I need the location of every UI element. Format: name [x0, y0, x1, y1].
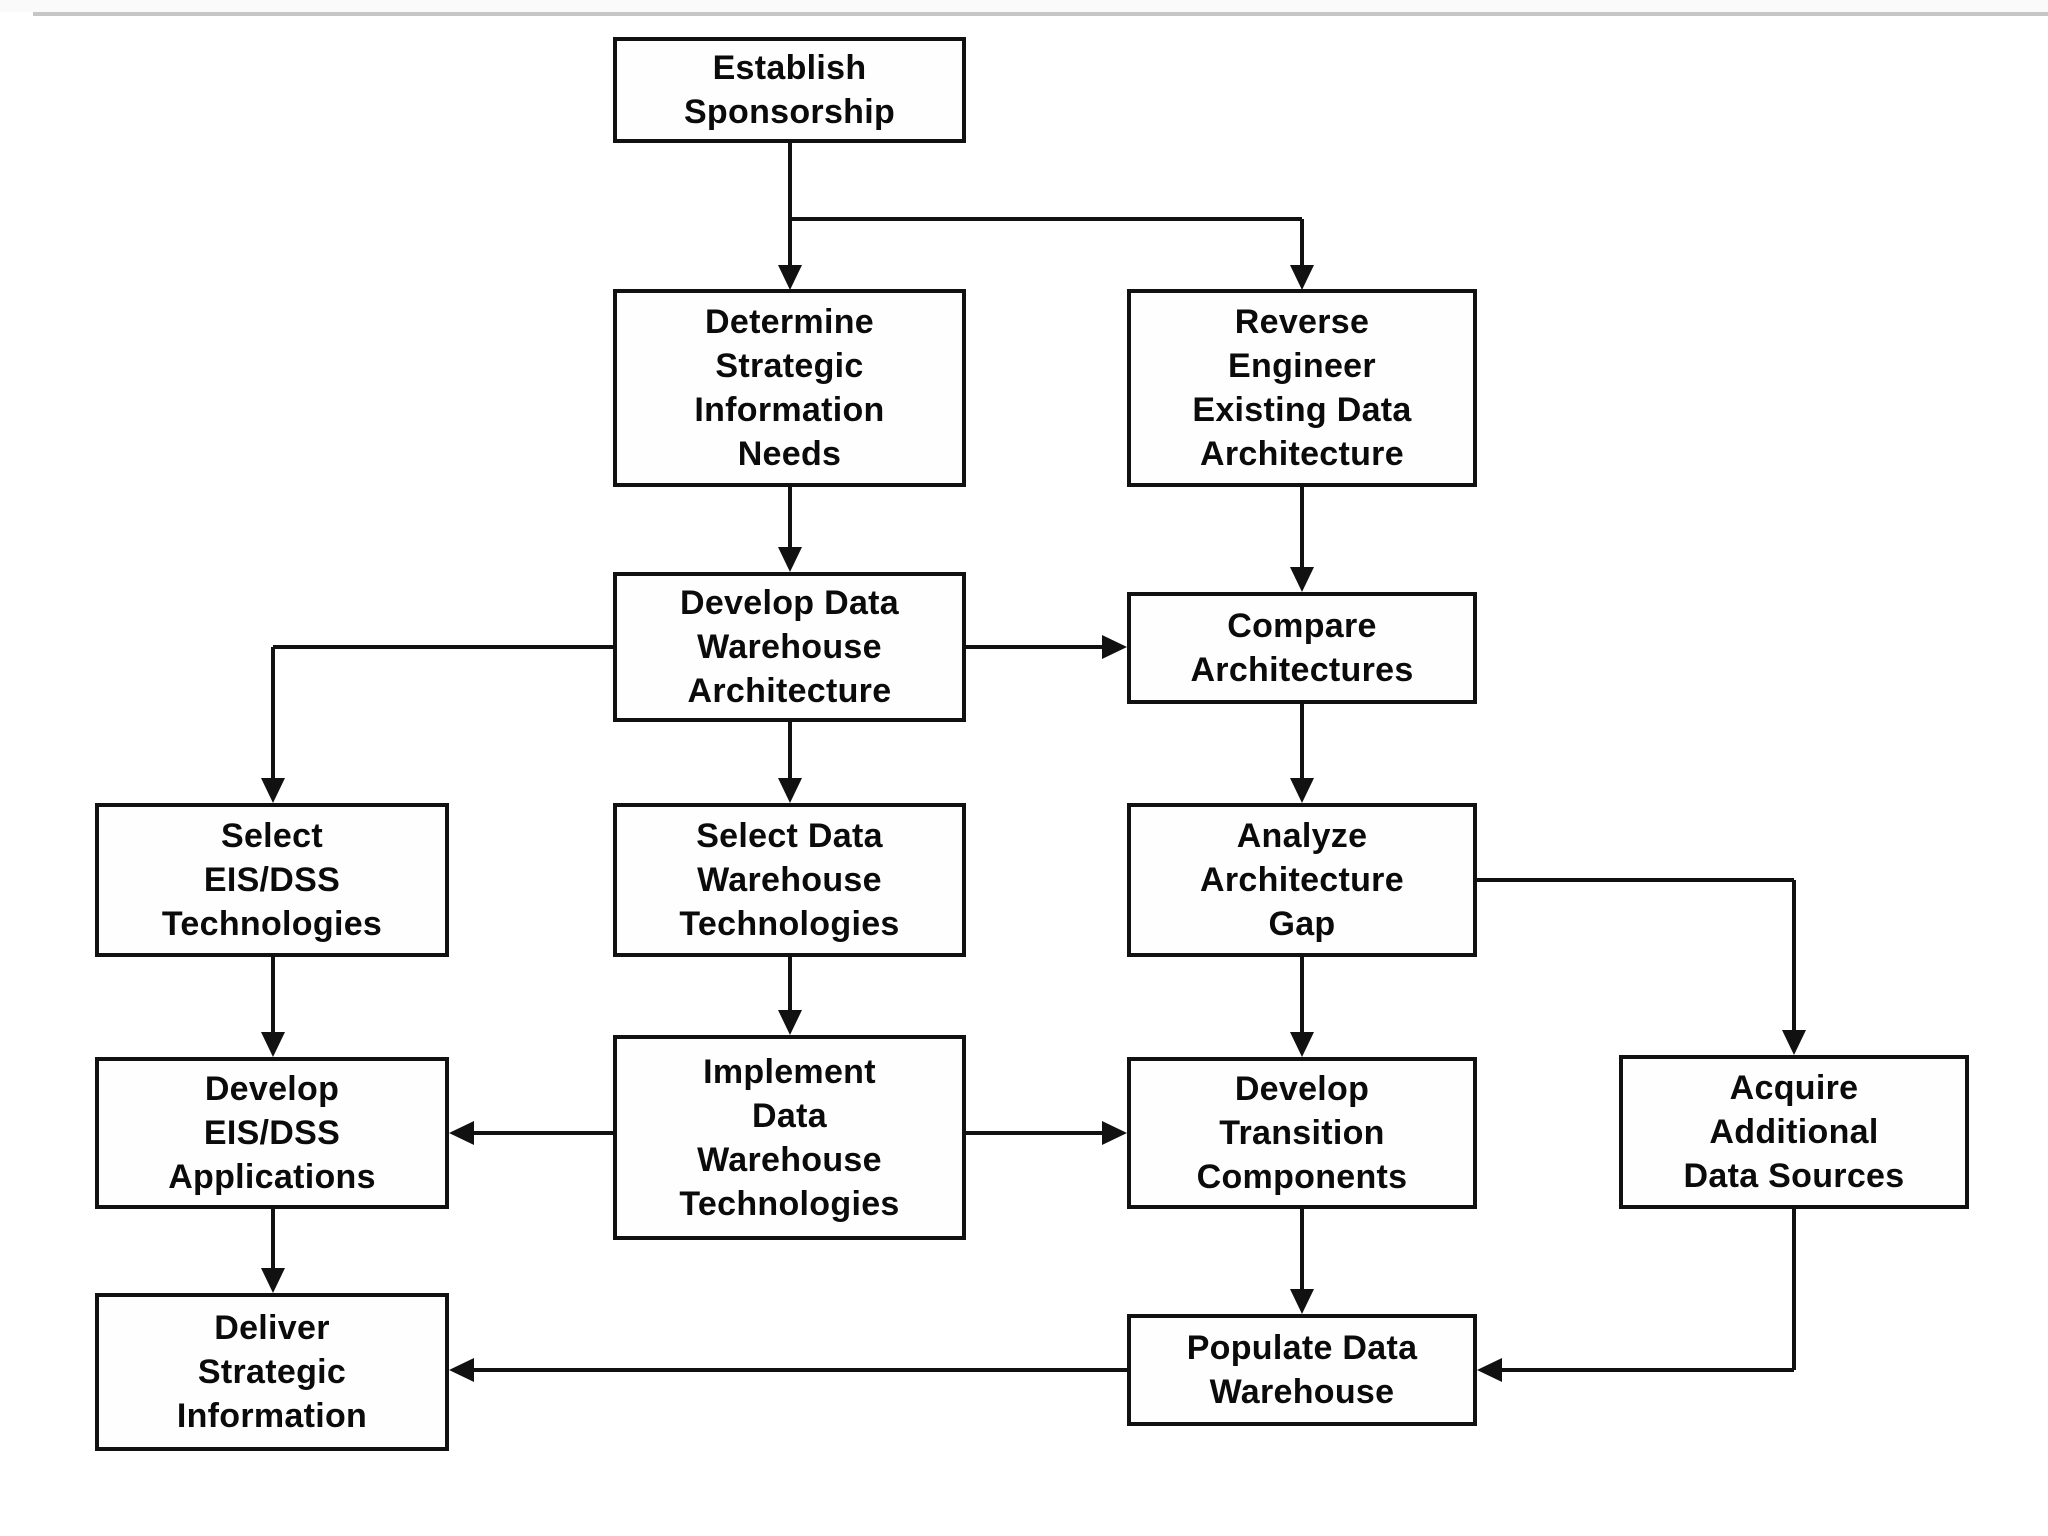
arrowhead-icon-determine-to-develop-dwa [778, 547, 802, 572]
edge-line-analyze-to-acquire [1792, 880, 1796, 1031]
arrowhead-icon-populate-to-deliver [449, 1358, 474, 1382]
arrowhead-icon-analyze-to-acquire [1782, 1030, 1806, 1055]
flow-node-label: Implement Data Warehouse Technologies [679, 1052, 900, 1223]
flow-node-select-eis-dss-technologies: Select EIS/DSS Technologies [95, 803, 449, 957]
arrowhead-icon-reverse-to-compare [1290, 567, 1314, 592]
edge-line-develop-dwa-to-select-eis [273, 645, 613, 649]
flow-node-develop-transition-components: Develop Transition Components [1127, 1057, 1477, 1209]
flow-node-deliver-strategic-information: Deliver Strategic Information [95, 1293, 449, 1451]
flow-node-label: Deliver Strategic Information [176, 1309, 368, 1435]
flow-node-label: Analyze Architecture Gap [1200, 817, 1404, 943]
edge-line-analyze-to-acquire [1477, 878, 1794, 882]
edge-line-select-eis-to-develop-eis [271, 957, 275, 1033]
arrowhead-icon-develop-dwa-to-compare [1102, 635, 1127, 659]
arrowhead-icon-implement-to-develop-eis [449, 1121, 474, 1145]
flow-node-determine-strategic-needs: Determine Strategic Information Needs [613, 289, 966, 487]
flow-node-label: Develop EIS/DSS Applications [168, 1070, 376, 1196]
flow-node-select-dw-technologies: Select Data Warehouse Technologies [613, 803, 966, 957]
arrowhead-icon-transition-to-populate [1290, 1289, 1314, 1314]
flow-node-compare-architectures: Compare Architectures [1127, 592, 1477, 704]
edge-line-develop-dwa-to-select-dwt [788, 722, 792, 779]
edge-line-determine-to-develop-dwa [788, 487, 792, 548]
flow-node-analyze-architecture-gap: Analyze Architecture Gap [1127, 803, 1477, 957]
edge-line-develop-dwa-to-select-eis [271, 647, 275, 779]
flow-node-label: Develop Data Warehouse Architecture [679, 584, 899, 710]
flow-node-implement-dw-technologies: Implement Data Warehouse Technologies [613, 1035, 966, 1240]
flow-node-acquire-additional-data-sources: Acquire Additional Data Sources [1619, 1055, 1969, 1209]
arrowhead-icon-develop-eis-to-deliver [261, 1268, 285, 1293]
edge-line-establish-to-reverse [790, 217, 1302, 221]
arrowhead-icon-analyze-to-transition [1290, 1032, 1314, 1057]
flow-node-reverse-engineer-architecture: Reverse Engineer Existing Data Architect… [1127, 289, 1477, 487]
arrowhead-icon-establish-to-determine [778, 265, 802, 290]
page-top-divider [33, 12, 2048, 16]
edge-line-acquire-to-populate [1501, 1368, 1794, 1372]
flow-node-populate-data-warehouse: Populate Data Warehouse [1127, 1314, 1477, 1426]
flow-node-establish-sponsorship: Establish Sponsorship [613, 37, 966, 143]
flow-node-label: Select EIS/DSS Technologies [161, 817, 383, 943]
flow-node-label: Acquire Additional Data Sources [1683, 1069, 1905, 1195]
edge-line-transition-to-populate [1300, 1209, 1304, 1290]
flow-node-label: Develop Transition Components [1196, 1070, 1408, 1196]
arrowhead-icon-acquire-to-populate [1477, 1358, 1502, 1382]
arrowhead-icon-establish-to-reverse [1290, 265, 1314, 290]
arrowhead-icon-compare-to-analyze [1290, 778, 1314, 803]
flow-node-develop-dw-architecture: Develop Data Warehouse Architecture [613, 572, 966, 722]
arrowhead-icon-implement-to-transition [1102, 1121, 1127, 1145]
arrowhead-icon-develop-dwa-to-select-eis [261, 778, 285, 803]
edge-line-analyze-to-transition [1300, 957, 1304, 1033]
edge-line-populate-to-deliver [473, 1368, 1127, 1372]
arrowhead-icon-select-eis-to-develop-eis [261, 1032, 285, 1057]
flow-node-label: Reverse Engineer Existing Data Architect… [1192, 303, 1412, 473]
edge-line-reverse-to-compare [1300, 487, 1304, 568]
edge-line-develop-dwa-to-compare [966, 645, 1103, 649]
edge-line-select-dwt-to-implement [788, 957, 792, 1011]
edge-line-implement-to-develop-eis [473, 1131, 613, 1135]
flow-node-label: Populate Data Warehouse [1186, 1329, 1418, 1411]
flow-node-label: Determine Strategic Information Needs [694, 303, 885, 473]
edge-line-establish-to-reverse [1300, 219, 1304, 266]
edge-line-implement-to-transition [966, 1131, 1103, 1135]
flow-node-label: Select Data Warehouse Technologies [679, 817, 900, 943]
edge-line-develop-eis-to-deliver [271, 1209, 275, 1269]
edge-line-acquire-to-populate [1792, 1209, 1796, 1370]
edge-line-establish-to-determine [788, 143, 792, 266]
flow-node-label: Compare Architectures [1190, 607, 1414, 689]
flow-node-develop-eis-dss-applications: Develop EIS/DSS Applications [95, 1057, 449, 1209]
arrowhead-icon-select-dwt-to-implement [778, 1010, 802, 1035]
arrowhead-icon-develop-dwa-to-select-dwt [778, 778, 802, 803]
edge-line-compare-to-analyze [1300, 704, 1304, 779]
page-top-band [0, 0, 2048, 12]
flow-node-label: Establish Sponsorship [683, 49, 896, 131]
